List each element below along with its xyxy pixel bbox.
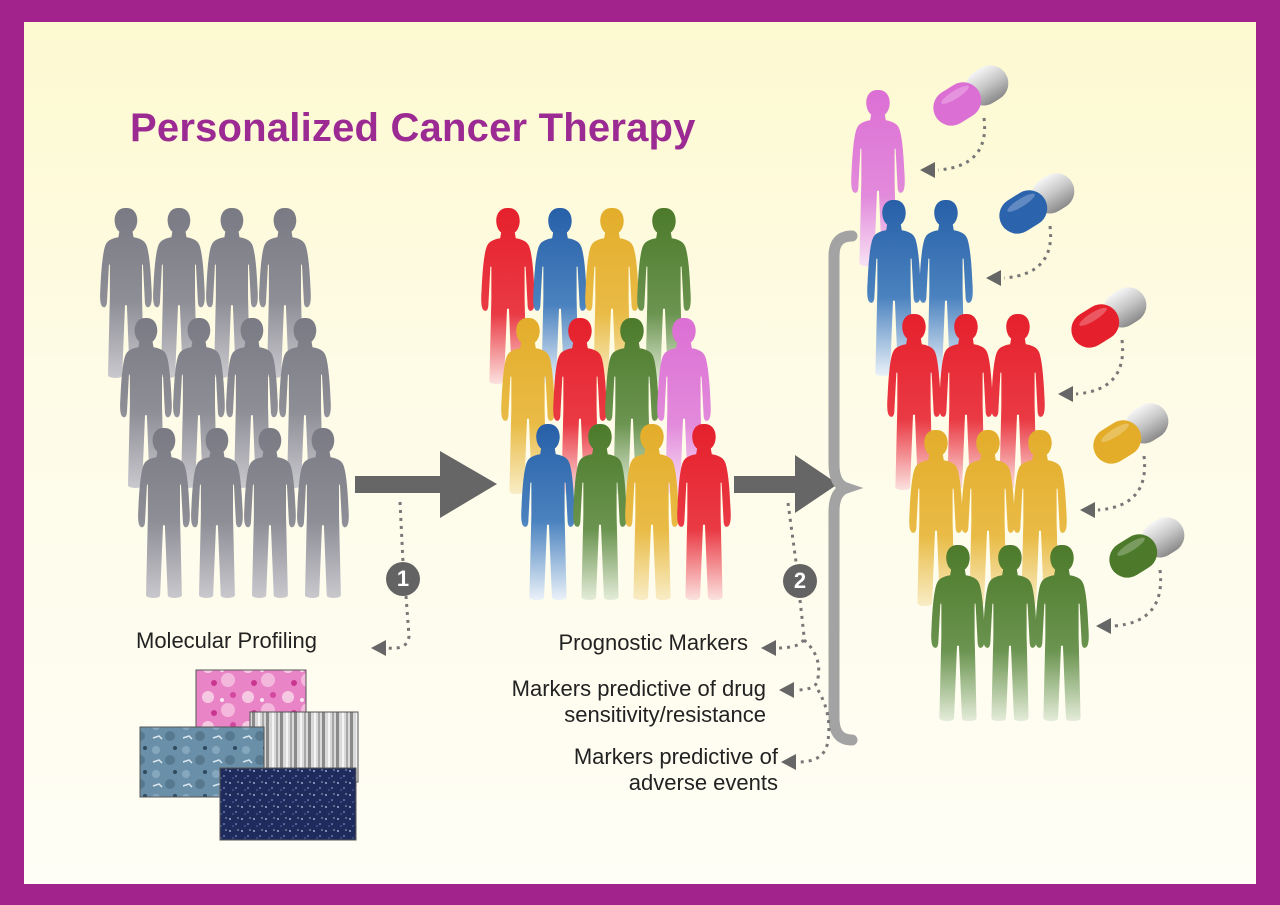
arrow-left-icon [371,640,386,656]
arrow-left-icon [761,640,776,656]
arrow-right-icon [355,451,497,518]
capsule-icon [1071,287,1147,348]
step-2-badge: 2 [783,564,817,598]
profiling-images [139,669,359,841]
prognostic-markers-label: Prognostic Markers [558,630,748,655]
arrow-left-icon [1058,386,1073,402]
capsule-connector [1097,455,1147,512]
arrow-right-icon [734,455,838,513]
capsule-connector [937,117,987,172]
arrow-left-icon [781,754,796,770]
page-title: Personalized Cancer Therapy [130,106,696,150]
texture-image [219,767,357,841]
person-icon [677,424,731,600]
capsule-group [933,65,1185,578]
capsule-icon [1109,517,1185,578]
person-icon [297,428,349,598]
capsule-icon [933,65,1009,126]
drug-sensitivity-markers-label: Markers predictive of drug sensitivity/r… [511,676,766,727]
step-1-connector [387,501,411,650]
capsule-icon [1093,403,1169,464]
untyped-patient-group [100,208,349,598]
profiled-patient-group [481,208,731,600]
arrow-left-icon [986,270,1001,286]
capsule-connector [1113,569,1163,628]
diagram-artwork [100,65,1185,841]
arrow-left-icon [1080,502,1095,518]
arrow-left-icon [920,162,935,178]
adverse-events-markers-label: Markers predictive of adverse events [573,744,778,795]
molecular-profiling-label: Molecular Profiling [136,628,317,653]
step-1-badge: 1 [386,562,420,596]
arrow-left-icon [779,682,794,698]
capsule-connectors [920,117,1163,634]
brace-icon [828,230,864,746]
step-2-connector [775,502,831,764]
arrow-left-icon [1096,618,1111,634]
diagram-canvas: Personalized Cancer Therapy 1 2 Molecula… [24,22,1256,884]
capsule-icon [999,173,1075,234]
capsule-connector [1003,225,1053,280]
capsule-connector [1075,339,1125,396]
